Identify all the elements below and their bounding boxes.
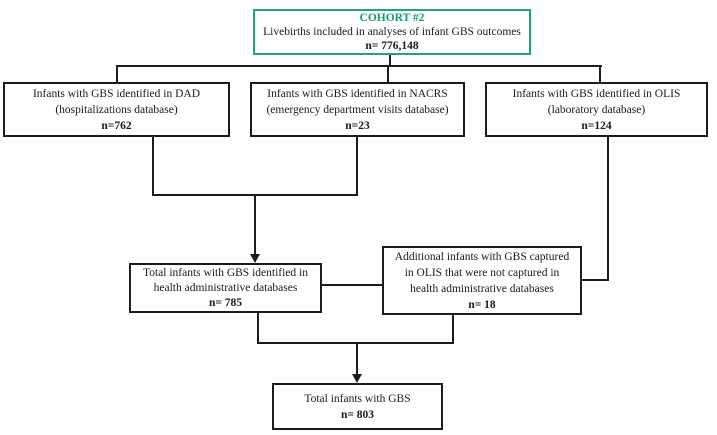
- connector-nacrs-down: [356, 136, 358, 196]
- connector-arrow-to-total-admin: [254, 194, 256, 255]
- additional-olis-line3: health administrative databases: [410, 282, 554, 295]
- nacrs-line: Infants with GBS identified in NACRS: [267, 87, 448, 100]
- additional-olis-count: n= 18: [468, 298, 496, 311]
- olis-subline: (laboratory database): [547, 103, 646, 116]
- connector-olis-into-additional: [582, 279, 609, 281]
- arrow-down-icon: [352, 374, 362, 383]
- total-admin-count: n= 785: [208, 296, 243, 309]
- dad-line: Infants with GBS identified in DAD: [32, 87, 201, 100]
- box-olis: Infants with GBS identified in OLIS (lab…: [485, 82, 708, 137]
- olis-line: Infants with GBS identified in OLIS: [512, 87, 681, 100]
- connector-additional-down: [452, 314, 454, 344]
- connector-olis-down: [607, 136, 609, 281]
- additional-olis-line1: Additional infants with GBS captured: [394, 250, 570, 263]
- connector-into-nacrs: [387, 65, 389, 82]
- connector-junction2-horizontal: [257, 342, 454, 344]
- connector-top-horizontal: [116, 65, 602, 67]
- cohort-line: Livebirths included in analyses of infan…: [263, 26, 521, 38]
- box-nacrs: Infants with GBS identified in NACRS (em…: [250, 82, 465, 137]
- box-dad: Infants with GBS identified in DAD (hosp…: [3, 82, 230, 137]
- connector-arrow-to-total: [356, 342, 358, 375]
- dad-count: n=762: [101, 119, 132, 132]
- total-admin-subline: health administrative databases: [153, 281, 298, 294]
- connector-into-dad: [116, 65, 118, 82]
- box-total: Total infants with GBS n= 803: [272, 383, 443, 430]
- arrow-down-icon: [250, 254, 260, 263]
- cohort-header: COHORT #2: [359, 12, 425, 24]
- connector-total-admin-down: [257, 312, 259, 344]
- connector-dad-down: [152, 136, 154, 196]
- nacrs-count: n=23: [345, 119, 370, 132]
- connector-cohort-down: [389, 55, 391, 67]
- dad-subline: (hospitalizations database): [55, 103, 178, 116]
- cohort-count: n= 776,148: [365, 40, 419, 52]
- nacrs-subline: (emergency department visits database): [266, 103, 449, 116]
- box-total-admin: Total infants with GBS identified in hea…: [129, 263, 322, 313]
- olis-count: n=124: [581, 119, 612, 132]
- total-line: Total infants with GBS: [304, 392, 411, 405]
- box-additional-olis: Additional infants with GBS captured in …: [382, 246, 582, 315]
- total-admin-line: Total infants with GBS identified in: [143, 266, 308, 279]
- total-count: n= 803: [340, 408, 375, 421]
- connector-total-admin-to-additional: [322, 284, 382, 286]
- additional-olis-line2: in OLIS that were not captured in: [404, 266, 560, 279]
- connector-into-olis: [599, 65, 601, 82]
- box-cohort: COHORT #2 Livebirths included in analyse…: [253, 9, 531, 55]
